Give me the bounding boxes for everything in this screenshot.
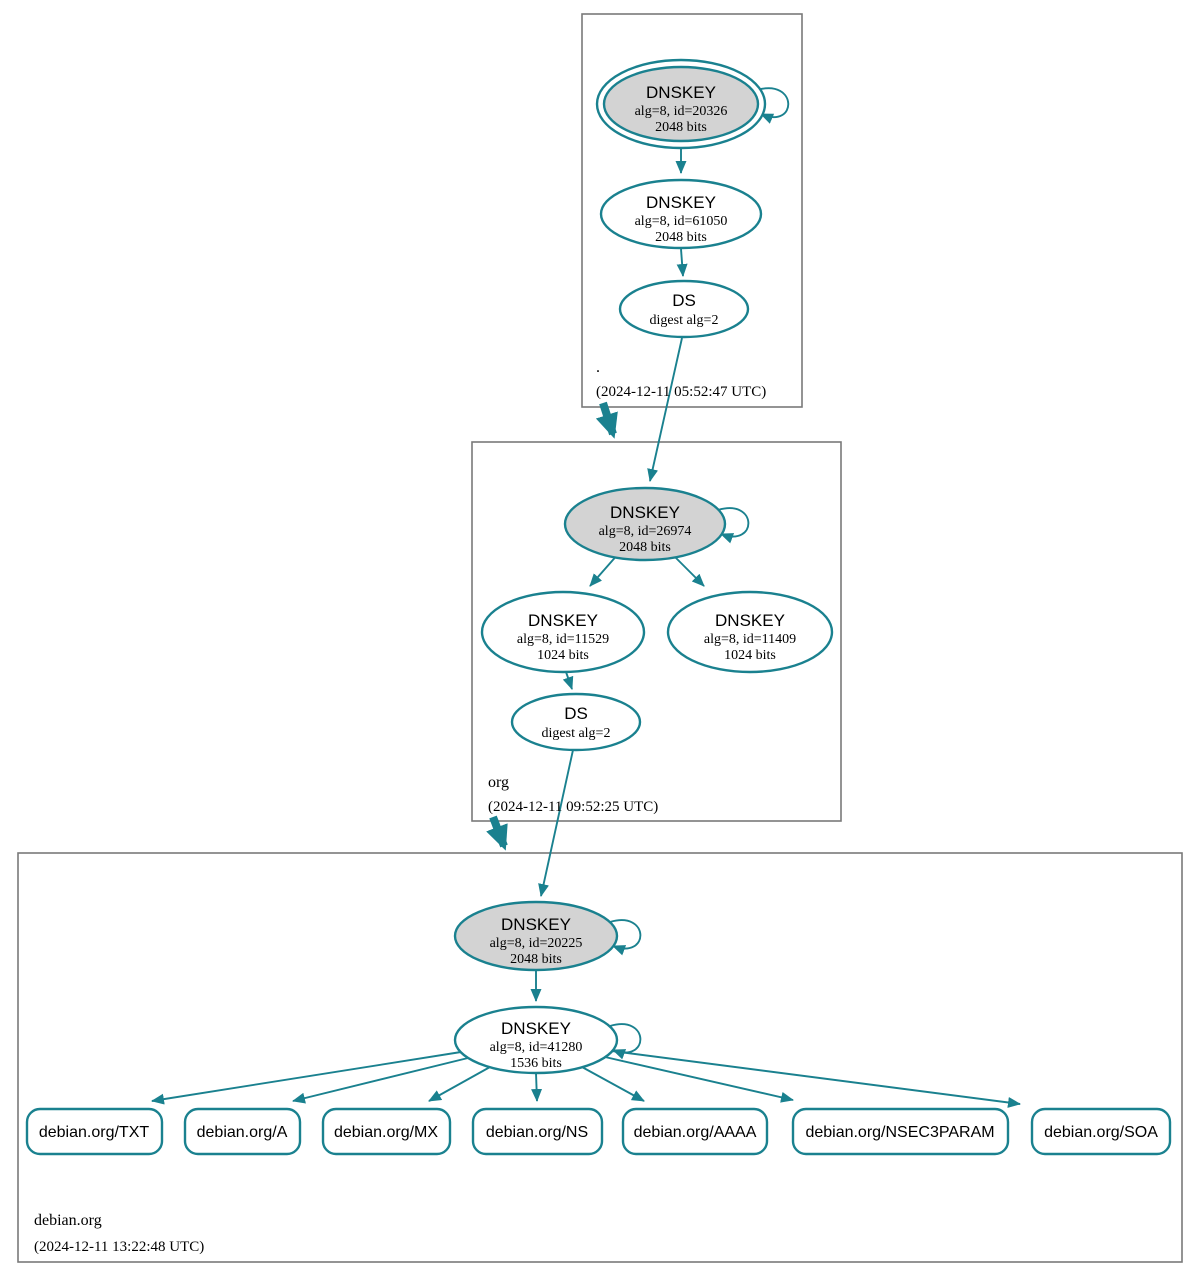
rrset-debian-nsec3param: debian.org/NSEC3PARAM — [791, 1107, 1010, 1156]
zone-timestamp-root: (2024-12-11 05:52:47 UTC) — [596, 384, 766, 400]
rrset-box — [183, 1107, 302, 1156]
edge-zsk-to-rrset-txt — [151, 1051, 462, 1105]
node-bits: 1024 bits — [724, 648, 776, 663]
zone-timestamp-debian-org: (2024-12-11 13:22:48 UTC) — [34, 1239, 204, 1255]
self-sign-loop-org-ksk — [717, 507, 750, 544]
root-zsk-dnskey-node: DNSKEY alg=8, id=61050 2048 bits — [599, 178, 763, 250]
node-bits: 2048 bits — [655, 120, 707, 135]
rrset-box — [471, 1107, 604, 1156]
rrset-label: debian.org/NS — [486, 1124, 588, 1141]
node-alg-id: alg=8, id=20326 — [635, 104, 728, 119]
debian-ksk-ellipse — [453, 900, 619, 972]
zone-name-root: . — [596, 359, 600, 376]
rrset-debian-txt: debian.org/TXT — [25, 1107, 164, 1156]
node-alg-id: alg=8, id=26974 — [599, 524, 692, 539]
debian-ksk-dnskey-node: DNSKEY alg=8, id=20225 2048 bits — [453, 900, 619, 972]
rrset-label: debian.org/TXT — [39, 1124, 150, 1141]
org-ds-ellipse — [510, 692, 642, 752]
edge-zsk-to-rrset-a — [292, 1057, 469, 1104]
node-alg-id: alg=8, id=11529 — [517, 632, 609, 647]
node-title: DS — [564, 704, 588, 723]
node-title: DNSKEY — [528, 611, 598, 630]
node-title: DNSKEY — [715, 611, 785, 630]
org-ksk-ellipse — [563, 486, 727, 562]
node-title: DS — [672, 291, 696, 310]
node-title: DNSKEY — [646, 83, 716, 102]
edge-org-ds-to-debian-ksk — [538, 749, 574, 897]
rrset-debian-mx: debian.org/MX — [321, 1107, 452, 1156]
node-alg-id: alg=8, id=61050 — [635, 214, 728, 229]
root-ds-node: DS digest alg=2 — [618, 279, 750, 339]
rrset-box — [321, 1107, 452, 1156]
rrset-debian-a: debian.org/A — [183, 1107, 302, 1156]
edge-org-zsk-to-ds — [562, 671, 574, 690]
node-title: DNSKEY — [646, 193, 716, 212]
node-digest: digest alg=2 — [650, 313, 719, 328]
edge-root-ds-to-org-ksk — [647, 337, 683, 482]
rrset-debian-ns: debian.org/NS — [471, 1107, 604, 1156]
delegation-arrow-root-to-org — [595, 401, 618, 439]
edge-zsk-to-rrset-aaaa — [581, 1066, 645, 1102]
edge-zsk-to-rrset-soa — [611, 1050, 1021, 1108]
org-dnskey-11409-ellipse — [666, 590, 834, 674]
zone-name-org: org — [488, 774, 509, 791]
edge-org-ksk-to-dnskey-11409 — [670, 552, 705, 587]
edge-zsk-to-rrset-nsec3param — [604, 1056, 794, 1103]
node-title: DNSKEY — [501, 915, 571, 934]
rrset-debian-aaaa: debian.org/AAAA — [621, 1107, 769, 1156]
debian-zsk-ellipse — [453, 1005, 619, 1075]
rrset-box — [25, 1107, 164, 1156]
node-bits: 1024 bits — [537, 648, 589, 663]
node-bits: 1536 bits — [510, 1056, 562, 1071]
org-dnskey-11409-node: DNSKEY alg=8, id=11409 1024 bits — [666, 590, 834, 674]
debian-zsk-dnskey-node: DNSKEY alg=8, id=41280 1536 bits — [453, 1005, 619, 1075]
node-digest: digest alg=2 — [542, 726, 611, 741]
rrset-box — [1030, 1107, 1172, 1156]
delegation-arrow-org-to-debian — [486, 815, 508, 851]
org-ksk-dnskey-node: DNSKEY alg=8, id=26974 2048 bits — [563, 486, 727, 562]
rrset-box — [621, 1107, 769, 1156]
rrset-label: debian.org/AAAA — [634, 1124, 757, 1141]
root-zsk-ellipse — [599, 178, 763, 250]
edge-zsk-to-rrset-ns — [531, 1072, 543, 1102]
node-title: DNSKEY — [501, 1019, 571, 1038]
node-title: DNSKEY — [610, 503, 680, 522]
rrset-label: debian.org/A — [197, 1124, 288, 1141]
org-dnskey-11529-node: DNSKEY alg=8, id=11529 1024 bits — [480, 590, 646, 674]
root-ksk-ellipse — [602, 65, 760, 143]
rrset-label: debian.org/SOA — [1044, 1124, 1158, 1141]
edge-zsk-to-rrset-mx — [428, 1066, 491, 1102]
node-bits: 2048 bits — [619, 540, 671, 555]
self-sign-loop-debian-ksk — [609, 919, 642, 956]
node-alg-id: alg=8, id=20225 — [490, 936, 583, 951]
node-alg-id: alg=8, id=11409 — [704, 632, 796, 647]
zone-timestamp-org: (2024-12-11 09:52:25 UTC) — [488, 799, 658, 815]
edge-root-zsk-to-ds — [676, 248, 688, 277]
org-zsk-11529-ellipse — [480, 590, 646, 674]
rrset-debian-soa: debian.org/SOA — [1030, 1107, 1172, 1156]
root-ksk-dnskey-node: DNSKEY alg=8, id=20326 2048 bits — [595, 58, 767, 150]
node-alg-id: alg=8, id=41280 — [490, 1040, 583, 1055]
org-ds-node: DS digest alg=2 — [510, 692, 642, 752]
self-sign-loop-root-ksk — [756, 87, 790, 124]
rrset-label: debian.org/NSEC3PARAM — [805, 1124, 994, 1141]
rrset-label: debian.org/MX — [334, 1124, 438, 1141]
rrset-box — [791, 1107, 1010, 1156]
zone-name-debian-org: debian.org — [34, 1212, 102, 1229]
node-bits: 2048 bits — [510, 952, 562, 967]
root-ds-ellipse — [618, 279, 750, 339]
node-bits: 2048 bits — [655, 230, 707, 245]
